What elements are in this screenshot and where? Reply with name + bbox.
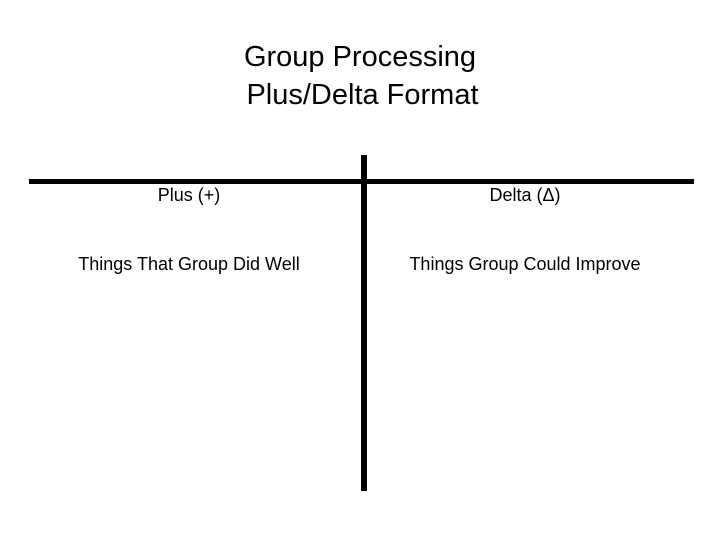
column-header-plus-subtitle: Things That Group Did Well xyxy=(78,254,300,274)
column-header-delta-title: Delta (Δ) xyxy=(489,185,561,205)
page-title: Group Processing Plus/Delta Format xyxy=(0,38,720,114)
delta-entry-area xyxy=(372,190,692,486)
column-header-plus-title: Plus (+) xyxy=(157,185,221,205)
column-header-delta-subtitle: Things Group Could Improve xyxy=(409,254,641,274)
column-header-plus: Plus (+) Things That Group Did Well xyxy=(39,138,339,322)
title-line-2: Plus/Delta Format xyxy=(246,79,479,111)
column-header-delta: Delta (Δ) Things Group Could Improve xyxy=(380,138,670,322)
column-divider-rule xyxy=(361,155,367,491)
plus-entry-area xyxy=(30,190,355,486)
title-line-1: Group Processing xyxy=(243,41,477,73)
